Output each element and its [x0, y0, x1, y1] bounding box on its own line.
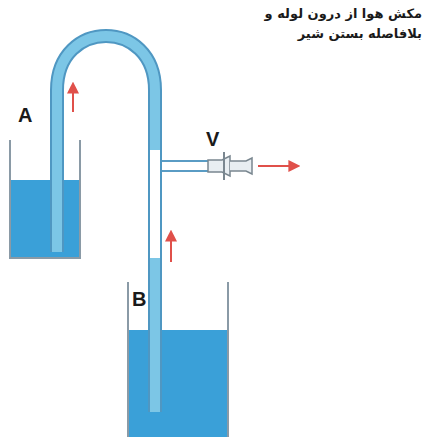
water-b: [128, 330, 228, 437]
container-a: [10, 140, 80, 258]
container-label: A: [18, 104, 32, 127]
water-a: [10, 180, 80, 258]
tube-air: [150, 150, 160, 258]
tube-water: [57, 36, 155, 412]
suction-arrow: [258, 165, 298, 167]
valve-body: [208, 156, 230, 176]
branch-air: [155, 162, 208, 170]
flow-arrow: [72, 84, 74, 112]
branch-tube: [155, 160, 208, 172]
container-label: B: [132, 288, 146, 311]
container-b: [128, 282, 228, 437]
flow-arrow: [170, 232, 172, 262]
valve-nozzle: [230, 158, 252, 174]
valve-handle: [223, 152, 225, 180]
instruction-note: مکش هوا از درون لوله و بلافاصله بستن شیر: [222, 4, 422, 43]
valve-label: V: [206, 128, 219, 151]
siphon-tube: [57, 36, 155, 412]
